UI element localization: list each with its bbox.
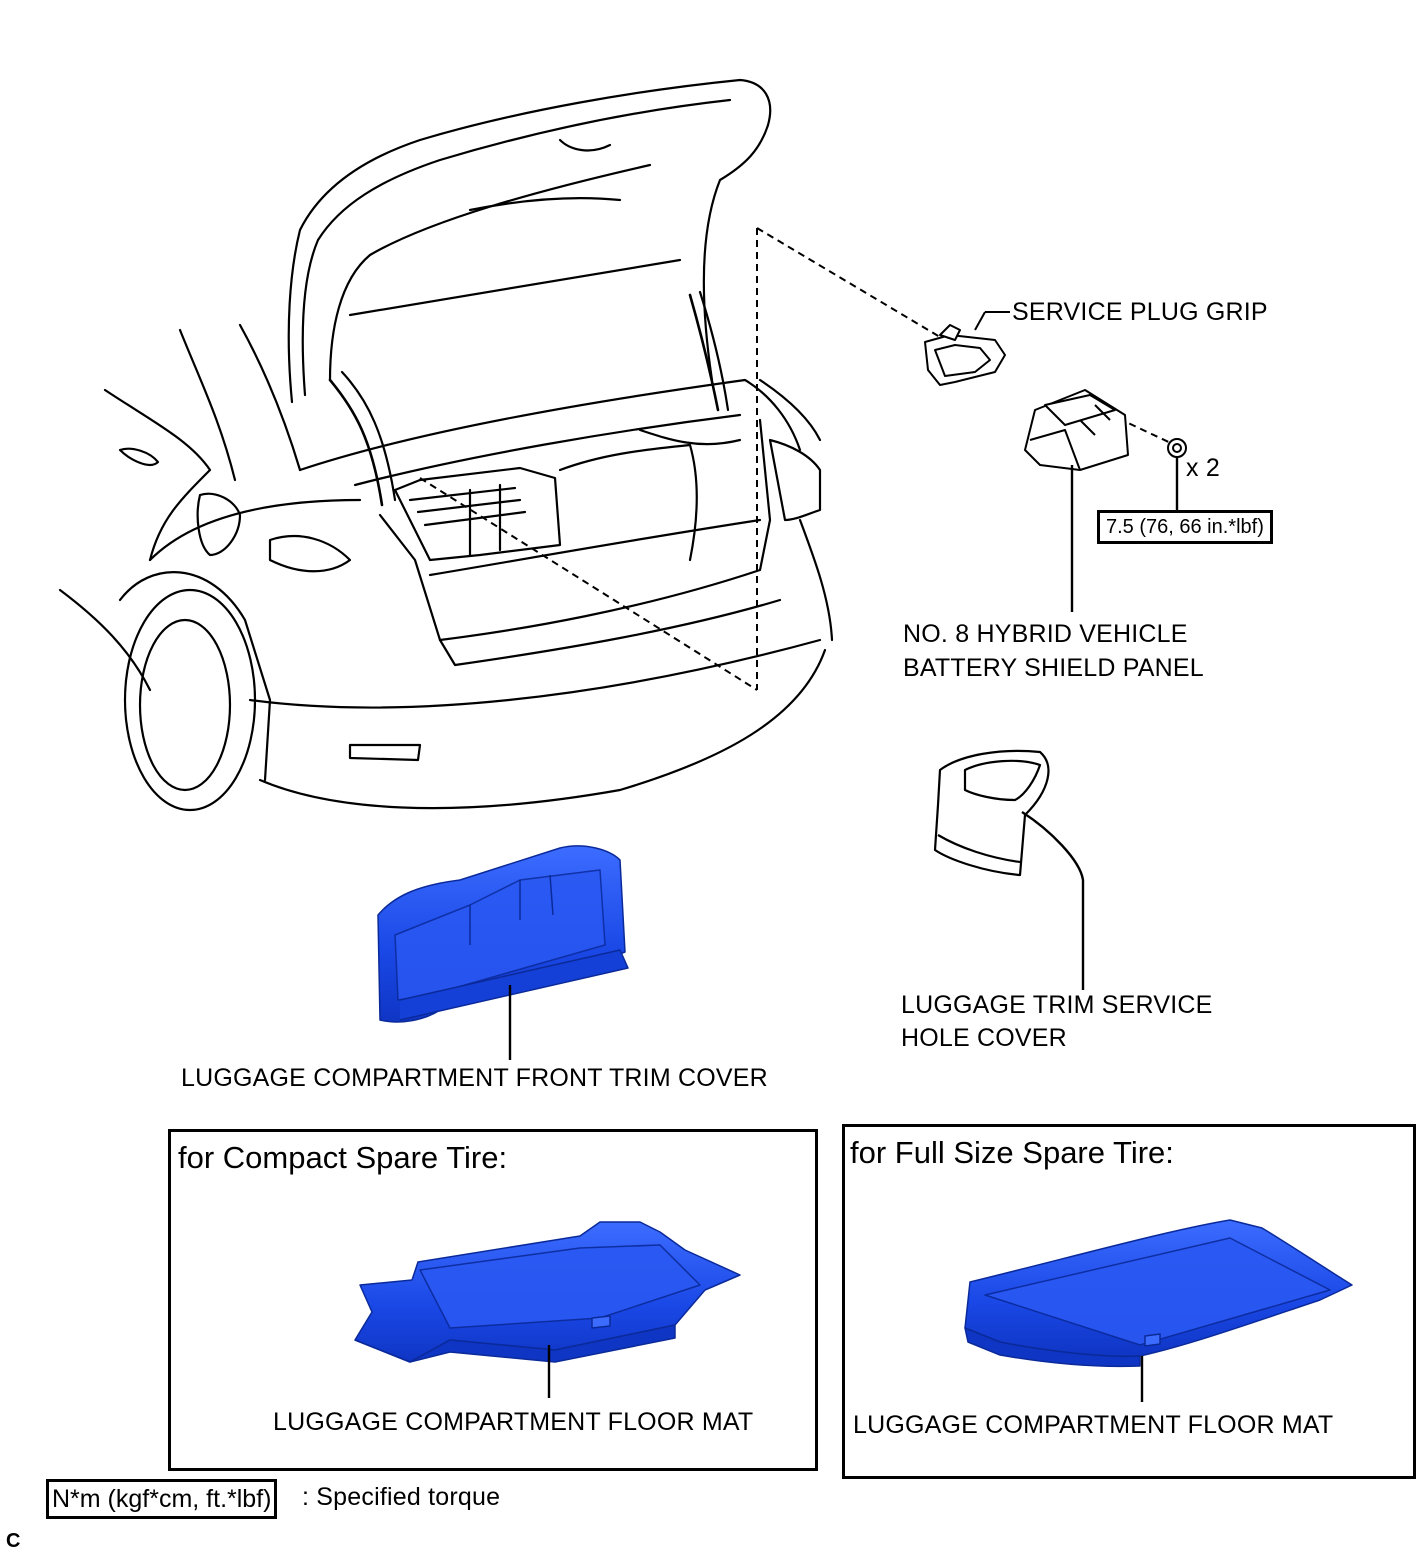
battery-shield-panel-illustration xyxy=(1024,389,1129,471)
service-hole-cover-illustration xyxy=(933,749,1050,877)
compact-floor-mat-label: LUGGAGE COMPARTMENT FLOOR MAT xyxy=(273,1408,754,1436)
compact-spare-tire-panel xyxy=(168,1129,818,1471)
full-size-floor-mat-label: LUGGAGE COMPARTMENT FLOOR MAT xyxy=(853,1411,1334,1439)
service-hole-cover-leader xyxy=(1021,810,1085,990)
nut-icon xyxy=(1167,438,1187,458)
corner-code: C xyxy=(6,1530,21,1552)
front-trim-cover-illustration xyxy=(377,845,629,1023)
shield-panel-label-line1: NO. 8 HYBRID VEHICLE xyxy=(903,620,1188,648)
service-plug-grip-leader xyxy=(974,311,1010,331)
service-hole-cover-label-line2: HOLE COVER xyxy=(901,1024,1067,1052)
compact-spare-tire-title: for Compact Spare Tire: xyxy=(178,1140,508,1175)
quantity-label: x 2 xyxy=(1186,454,1220,482)
torque-legend-description: : Specified torque xyxy=(302,1483,501,1511)
full-size-floor-mat-illustration xyxy=(964,1219,1353,1368)
compact-floor-mat-illustration xyxy=(354,1221,741,1363)
front-trim-cover-label: LUGGAGE COMPARTMENT FRONT TRIM COVER xyxy=(181,1064,768,1092)
vehicle-rear-illustration xyxy=(58,78,834,812)
service-plug-grip-label: SERVICE PLUG GRIP xyxy=(1012,298,1268,326)
torque-unit-legend-key: N*m (kgf*cm, ft.*lbf) xyxy=(46,1479,278,1519)
service-plug-grip-illustration xyxy=(924,324,1006,386)
full-size-spare-tire-panel xyxy=(842,1124,1416,1479)
service-hole-cover-label-line1: LUGGAGE TRIM SERVICE xyxy=(901,991,1213,1019)
full-size-spare-tire-title: for Full Size Spare Tire: xyxy=(850,1135,1174,1170)
shield-panel-label-line2: BATTERY SHIELD PANEL xyxy=(903,654,1204,682)
torque-spec-box: 7.5 (76, 66 in.*lbf) xyxy=(1097,510,1273,544)
